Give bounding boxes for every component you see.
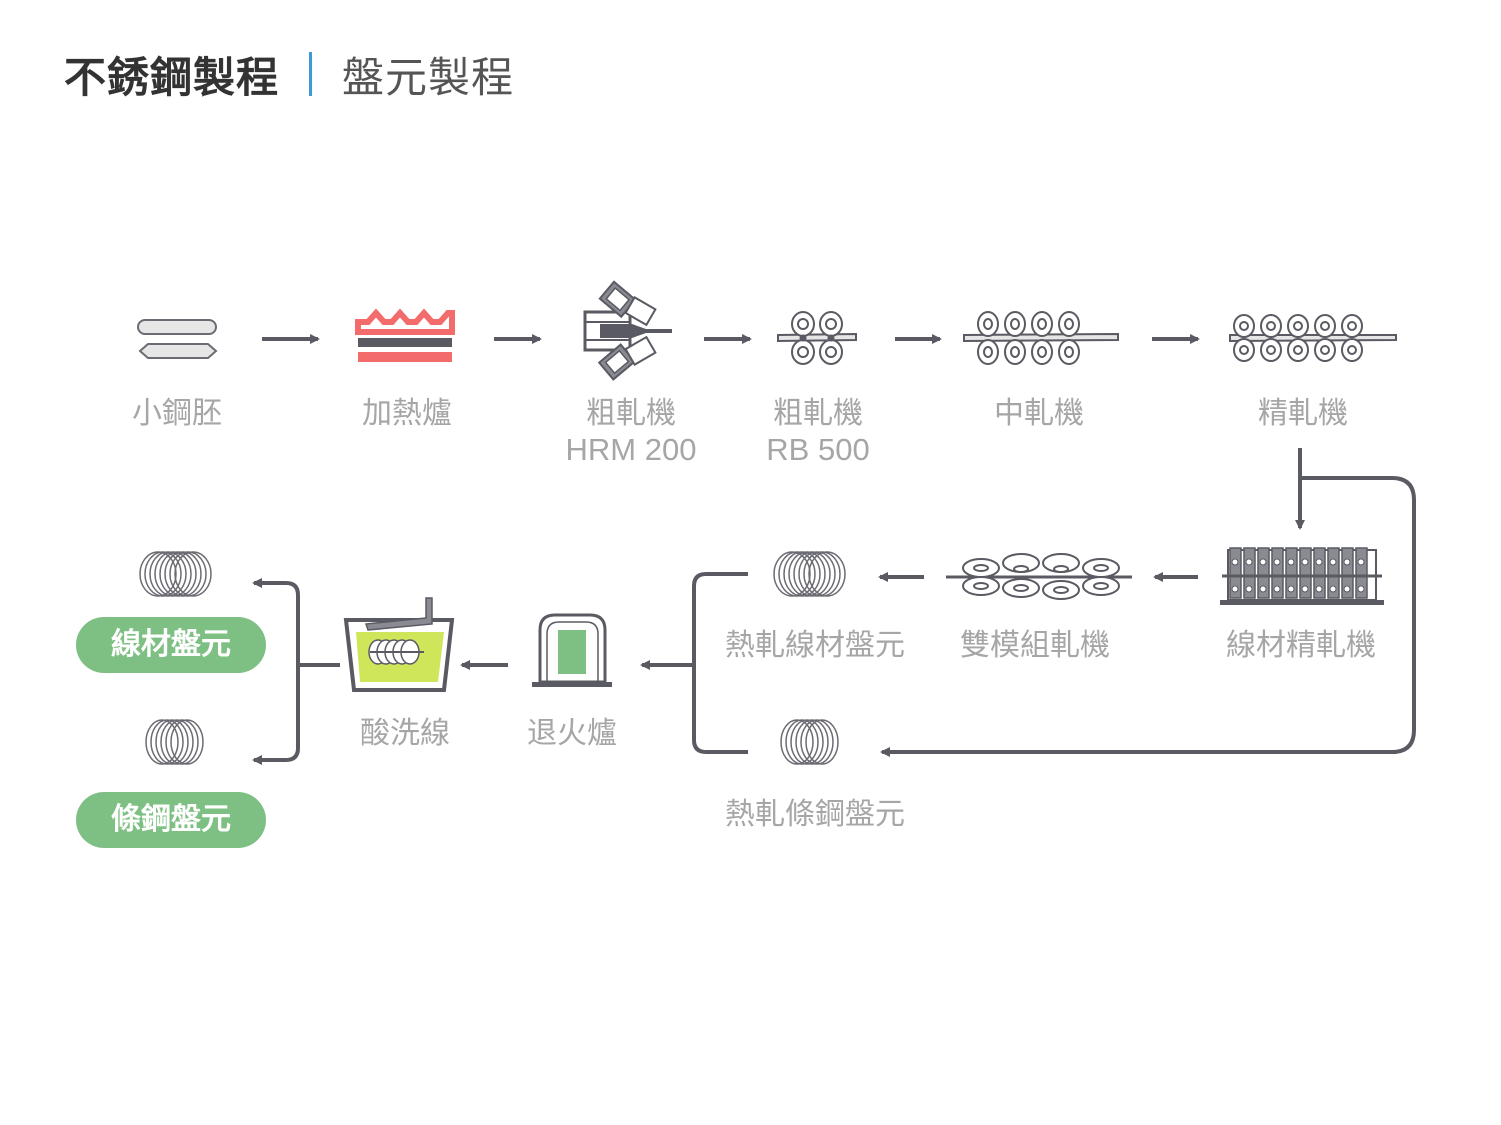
coil-icon-hot-wire (773, 551, 846, 597)
label-hot-rolled-wire-coil: 熱軋線材盤元 (725, 628, 905, 663)
heating-furnace-icon (355, 308, 455, 362)
flow-connector-pickling-to-outputs (252, 578, 340, 765)
label-roughing-mill-hrm-model: HRM 200 (565, 432, 697, 467)
label-intermediate-mill: 中軋機 (994, 396, 1084, 431)
page-subtitle: 盤元製程 (342, 52, 515, 102)
label-roughing-mill-hrm-name: 粗軋機 (586, 396, 676, 431)
label-roughing-mill-hrm: 粗軋機 HRM 200 (566, 396, 697, 468)
wire-rod-finishing-mill-icon (1220, 547, 1384, 605)
label-roughing-mill-rb-model: RB 500 (766, 432, 870, 467)
annealing-furnace-icon (532, 613, 612, 687)
finishing-mill-icon (1229, 314, 1397, 362)
coil-icon-hot-bar (780, 719, 839, 765)
title-divider (309, 52, 313, 96)
roughing-mill-hrm-icon (583, 280, 672, 381)
twin-module-mill-icon (946, 553, 1132, 600)
label-annealing-furnace: 退火爐 (527, 716, 617, 751)
label-billet: 小鋼胚 (132, 396, 222, 431)
billet-icon (137, 319, 218, 359)
label-pickling-line: 酸洗線 (360, 716, 450, 751)
label-heating-furnace: 加熱爐 (362, 396, 452, 431)
flow-connector-coils-to-annealing (640, 572, 748, 754)
page-header: 不銹鋼製程 盤元製程 (64, 44, 514, 104)
label-hot-rolled-bar-coil: 熱軋條鋼盤元 (725, 797, 905, 832)
flow-connector-right (880, 448, 1416, 757)
label-wire-rod-finishing-mill: 線材精軋機 (1226, 628, 1376, 663)
output-badge-wire-coil: 線材盤元 (76, 617, 266, 673)
page-title: 不銹鋼製程 (64, 52, 280, 102)
coil-icon-bar-output (145, 719, 204, 765)
pickling-line-icon (343, 597, 455, 692)
roughing-mill-rb-icon (777, 311, 857, 365)
label-roughing-mill-rb-name: 粗軋機 (773, 396, 863, 431)
label-twin-module-mill: 雙模組軋機 (960, 628, 1110, 663)
label-finishing-mill: 精軋機 (1258, 396, 1348, 431)
coil-icon-wire-output (139, 551, 212, 597)
label-roughing-mill-rb: 粗軋機 RB 500 (766, 396, 869, 468)
intermediate-mill-icon (963, 311, 1119, 365)
output-badge-bar-coil: 條鋼盤元 (76, 792, 266, 848)
